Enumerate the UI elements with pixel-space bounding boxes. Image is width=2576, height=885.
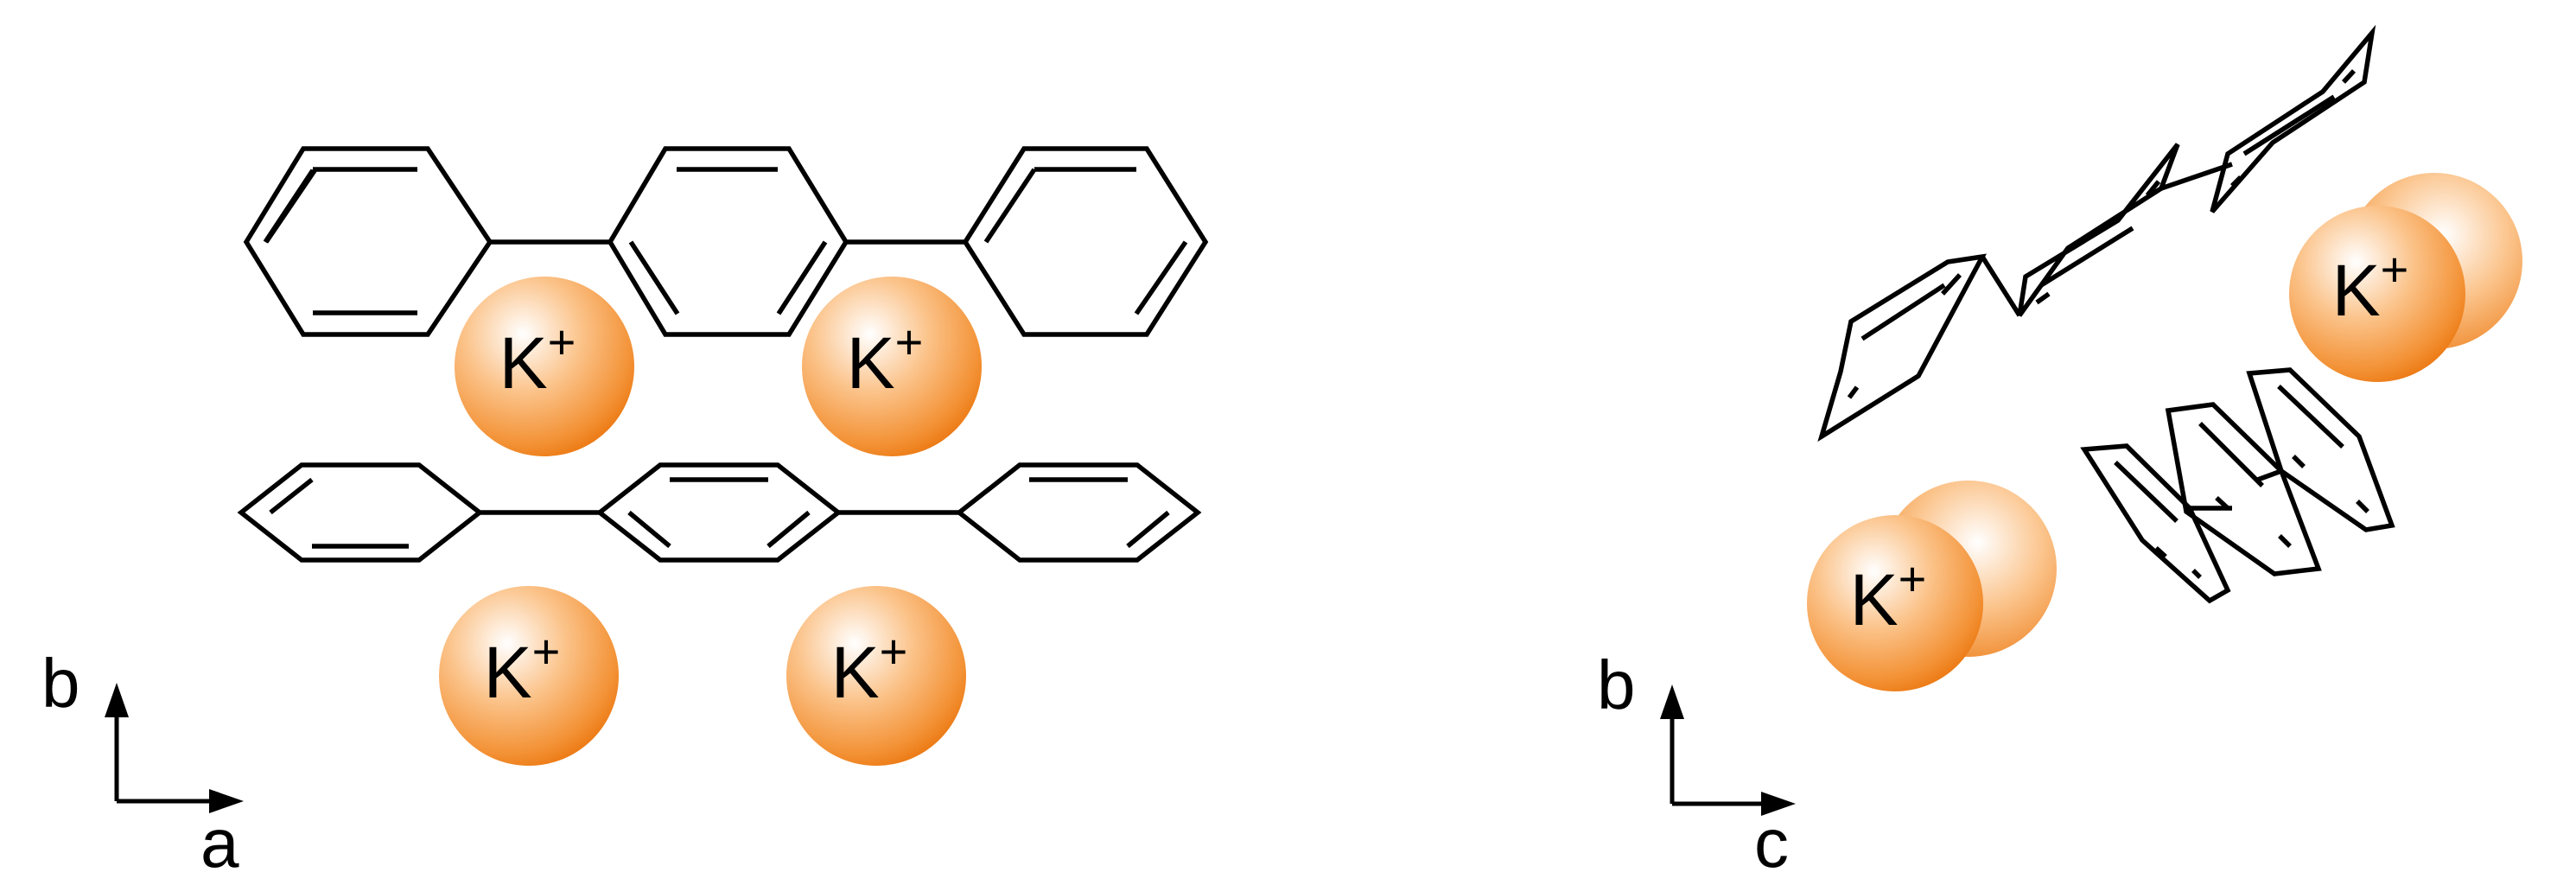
- phenyl-ring-right: [962, 146, 1209, 337]
- svg-text:K+: K+: [484, 624, 561, 713]
- axis-indicator-right: b c: [1597, 646, 1796, 882]
- phenylene-ring-center: [607, 146, 849, 337]
- potassium-ion-pair-upper: K+: [2289, 173, 2522, 382]
- terphenyl-edge-on-lower: [2080, 367, 2395, 604]
- axis-label-a: a: [200, 805, 239, 882]
- left-panel: K+ K+ K+ K+ b a: [41, 146, 1209, 882]
- phenyl-ring-left: [243, 146, 493, 337]
- phenyl-ring-right-lower: [955, 462, 1202, 563]
- axis-label-c: c: [1754, 805, 1789, 882]
- axis-label-b: b: [41, 645, 80, 722]
- potassium-ion: K+: [802, 277, 982, 456]
- svg-text:K+: K+: [1850, 551, 1927, 640]
- phenyl-ring-left-lower: [237, 462, 484, 563]
- terphenyl-edge-on-upper: [1817, 24, 2376, 442]
- axis-label-b: b: [1597, 646, 1636, 723]
- phenylene-ring-center-lower: [595, 462, 843, 563]
- potassium-ion-pair-lower: K+: [1807, 481, 2057, 691]
- potassium-ion: K+: [439, 586, 619, 766]
- axis-indicator-left: b a: [41, 645, 244, 882]
- potassium-ion: K+: [786, 586, 966, 766]
- potassium-ion: K+: [2289, 206, 2465, 382]
- svg-text:K+: K+: [831, 624, 908, 713]
- terphenyl-lower: [237, 462, 1202, 563]
- svg-text:K+: K+: [847, 315, 924, 404]
- right-panel: K+: [1597, 24, 2522, 882]
- potassium-ion: K+: [1807, 515, 1983, 691]
- terphenyl-upper: [243, 146, 1209, 337]
- svg-text:K+: K+: [499, 315, 576, 404]
- potassium-ion: K+: [455, 277, 634, 456]
- svg-text:K+: K+: [2332, 242, 2409, 331]
